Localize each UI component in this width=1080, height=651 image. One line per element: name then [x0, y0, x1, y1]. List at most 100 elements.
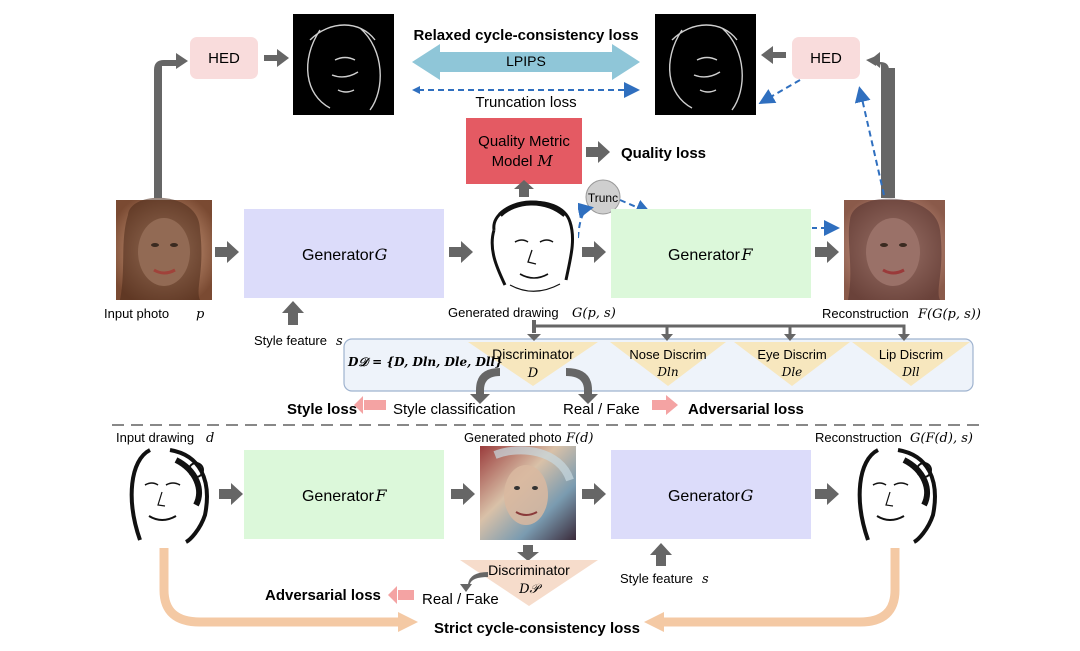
discriminator-lip-shape — [852, 342, 970, 386]
hed-left-label: HED — [208, 50, 240, 67]
gen-f-to-recon-arrow — [815, 241, 839, 263]
bottom-adversarial-arrow-body — [398, 590, 414, 600]
strict-cycle-left-arrow — [159, 548, 400, 627]
lpips-double-arrow — [412, 44, 640, 80]
discriminator-p-shape — [460, 560, 598, 606]
discriminator-eye-label: Eye Discrim — [757, 347, 826, 362]
generator-f-symbol: F — [740, 245, 753, 264]
hed-right-box — [792, 37, 860, 79]
generated-drawing-label: Generated drawing — [448, 305, 559, 320]
hed-left-box — [190, 37, 258, 79]
reconstruction-label: Reconstruction — [822, 306, 909, 321]
hed-left-to-edge-arrow — [264, 49, 289, 67]
reconstruction-symbol: F(G(p, s)) — [917, 307, 981, 322]
discriminator-nose-label: Nose Discrim — [629, 347, 706, 362]
generator-g-symbol: G — [375, 245, 388, 264]
discriminator-nose-shape — [610, 342, 726, 386]
discrim-eye-head — [784, 334, 796, 341]
bottom-style-feature-label: Style feature — [620, 571, 693, 586]
adversarial-loss-label: Adversarial loss — [688, 401, 804, 418]
discriminator-set-label: D𝒟 = {D, Dln, Dle, Dll} — [347, 355, 503, 369]
hed-right-label: HED — [810, 50, 842, 67]
discriminator-p-label: Discriminator — [488, 562, 570, 578]
trunc-node — [585, 179, 621, 215]
gen-g-to-recon-bottom-arrow — [815, 483, 839, 505]
gen-f-to-photo-bottom-arrow — [451, 483, 475, 505]
discrim-main-head — [527, 334, 541, 341]
input-drawing-image — [116, 446, 212, 544]
style-feature-label: Style feature — [254, 333, 327, 348]
bottom-generator-g-label: Generator — [668, 488, 741, 505]
style-loss-arrow-body — [364, 400, 386, 410]
generated-drawing-image — [484, 197, 578, 299]
bottom-reconstruction-image — [844, 446, 940, 544]
photo-to-gen-g-arrow — [215, 241, 239, 263]
quality-model-line2: Model — [492, 153, 533, 170]
lpips-label: LPIPS — [506, 53, 546, 69]
style-classification-label: Style classification — [393, 401, 516, 418]
discriminator-p-symbol: D𝒫 — [518, 582, 542, 597]
truncation-arrow-head-left — [412, 86, 420, 94]
input-drawing-label: Input drawing — [116, 430, 194, 445]
hed-right-to-edge-arrow — [761, 46, 786, 64]
hed-edge-image-left — [293, 14, 394, 115]
discrim-lip-head — [898, 334, 910, 341]
drawing-to-gen-f-arrow — [582, 241, 606, 263]
bottom-generator-g-box — [611, 450, 811, 539]
strict-cycle-left-head — [398, 612, 418, 632]
discriminator-main-symbol: D — [527, 366, 539, 381]
quality-model-symbol: M — [536, 152, 553, 170]
generated-photo-symbol: F(d) — [565, 431, 594, 446]
quality-loss-label: Quality loss — [621, 145, 706, 162]
hed-right-to-edge-dashed — [758, 79, 801, 105]
generator-f-box — [611, 209, 811, 298]
bottom-generator-f-label: Generator — [302, 488, 375, 505]
strict-cycle-loss-label: Strict cycle-consistency loss — [434, 620, 640, 637]
bottom-style-feature-arrow — [650, 543, 672, 566]
style-feature-up-arrow — [282, 301, 304, 325]
bottom-generator-g-symbol: G — [741, 486, 754, 505]
recon-to-hed-dashed — [854, 86, 885, 196]
hed-edge-image-right — [655, 14, 756, 115]
discrim-p-to-realfake-arrow — [460, 572, 488, 592]
trunc-label: Trunc — [588, 191, 618, 205]
discriminator-main-shape — [468, 342, 598, 386]
bottom-reconstruction-symbol: G(F(d), s) — [910, 431, 973, 446]
quality-model-line1: Quality Metric — [478, 133, 570, 150]
generated-photo-label: Generated photo — [464, 430, 562, 445]
bottom-generator-f-symbol: F — [374, 486, 387, 505]
photo-to-discrim-p-arrow — [517, 545, 539, 561]
input-photo-label: Input photo — [104, 306, 169, 321]
discrim-to-style-arrow — [470, 368, 500, 404]
drawing-to-quality-arrow — [514, 180, 534, 197]
trunc-in-arrow — [576, 202, 594, 239]
generated-drawing-symbol: G(p, s) — [572, 306, 616, 321]
input-photo-image — [116, 197, 212, 300]
recon-to-hed-right-stem — [885, 68, 895, 198]
generator-g-label: Generator — [302, 247, 375, 264]
recon-to-hed-right-arrow — [866, 56, 889, 198]
adversarial-loss-arrow — [652, 395, 678, 415]
style-loss-arrow-head — [354, 396, 363, 414]
photo-to-hed-left-arrow — [154, 53, 188, 198]
strict-cycle-right-head — [644, 612, 664, 632]
relaxed-loss-label: Relaxed cycle-consistency loss — [413, 27, 638, 44]
gen-g-to-drawing-arrow — [449, 241, 473, 263]
discrim-nose-head — [661, 334, 673, 341]
style-loss-label: Style loss — [287, 401, 357, 418]
discriminator-lip-label: Lip Discrim — [879, 347, 943, 362]
bottom-generator-f-box — [244, 450, 444, 539]
style-feature-symbol: s — [336, 334, 343, 349]
generator-f-label: Generator — [668, 247, 741, 264]
discriminator-nose-symbol: Dln — [656, 365, 678, 379]
generated-photo-image — [480, 446, 576, 540]
quality-loss-arrow — [586, 141, 610, 163]
recon-to-hed-right-head — [870, 52, 880, 68]
strict-cycle-right-arrow — [662, 548, 900, 627]
bottom-adversarial-arrow-head — [388, 586, 397, 604]
input-photo-symbol: p — [196, 307, 205, 322]
quality-model-box — [466, 118, 582, 184]
real-fake-label: Real / Fake — [563, 401, 640, 418]
